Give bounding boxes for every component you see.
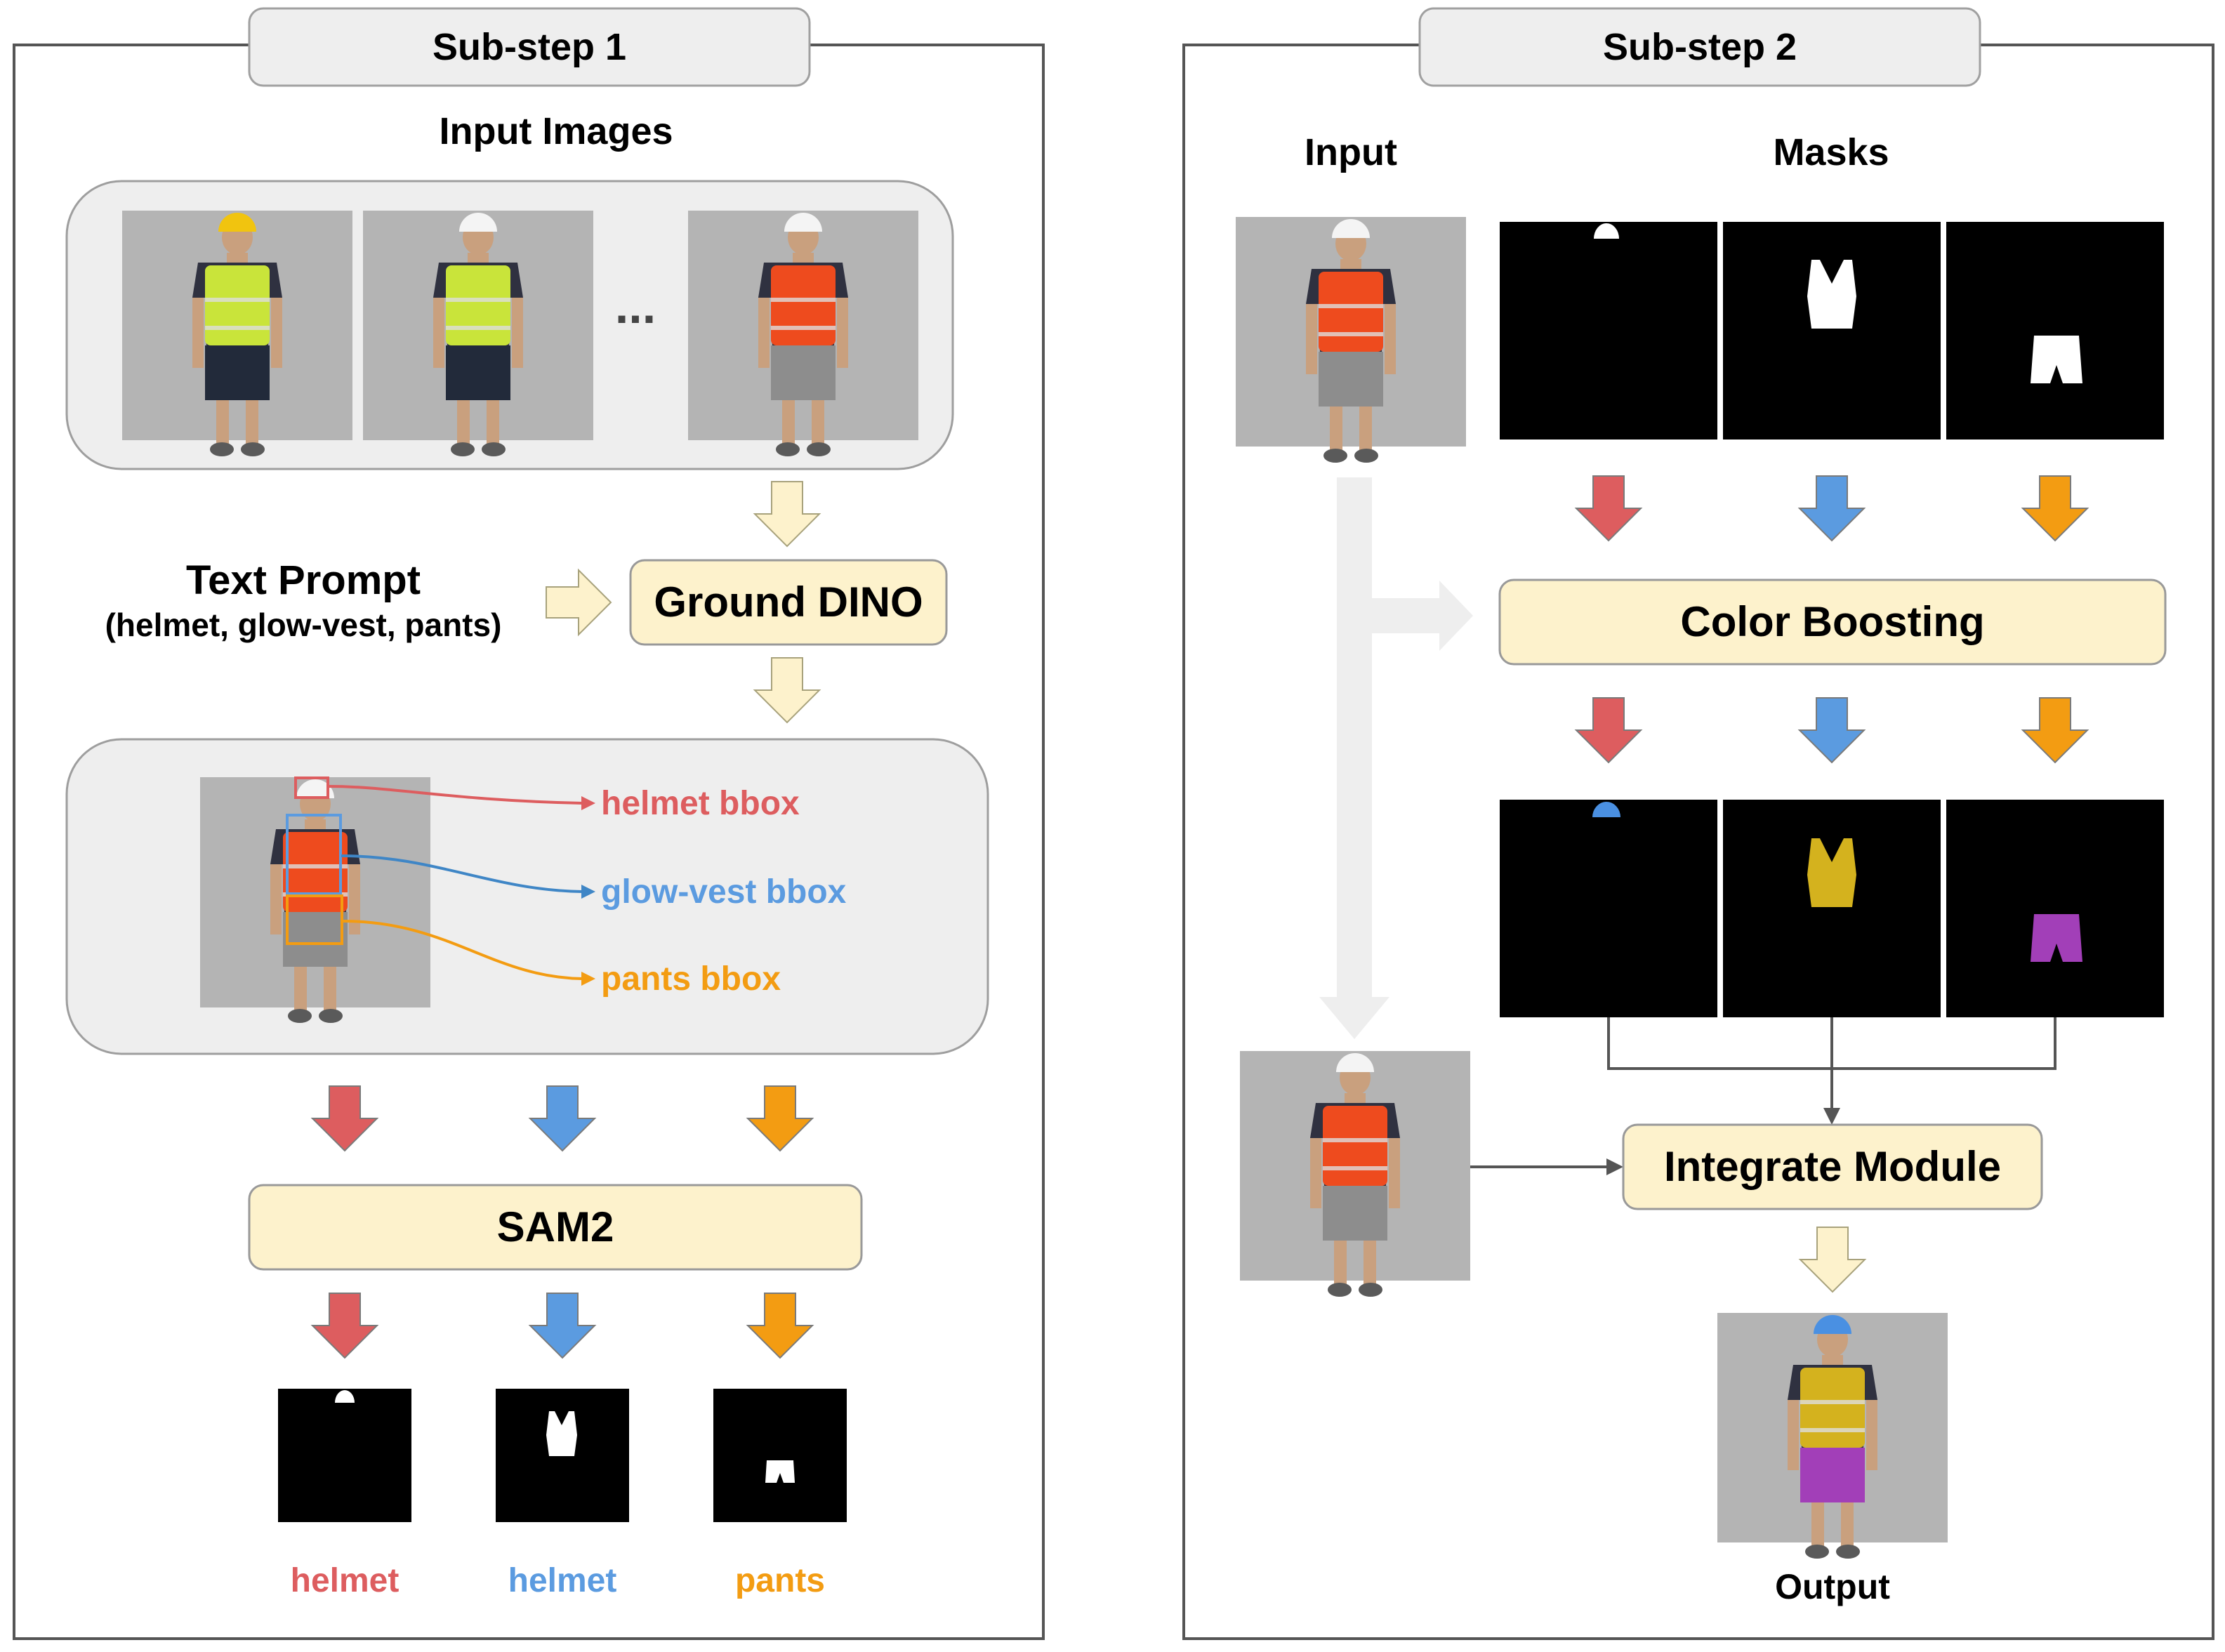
glow-vest-bbox-connector (341, 854, 583, 893)
worker-figure (192, 213, 282, 456)
passthrough-branch-head (1439, 581, 1473, 651)
worker-figure-output (1788, 1315, 1877, 1559)
ground-dino-box (629, 559, 948, 646)
substep2-title: Sub-step 2 (1603, 26, 1797, 68)
pants-bbox-arrowhead (581, 972, 595, 986)
input-label: Input (1305, 131, 1397, 173)
helmet-mask-large-shape (1594, 223, 1619, 239)
integrate-module-label: Integrate Module (1664, 1143, 2001, 1190)
worker-figure (1310, 1053, 1400, 1297)
glow-vest-bbox (286, 814, 342, 895)
pants-bbox (286, 894, 343, 945)
helmet-bbox-label: helmet bbox (601, 785, 800, 822)
boost-output-arrow-pants (2021, 697, 2089, 764)
input-images-label: Input Images (439, 110, 673, 152)
color-boosting-label: Color Boosting (1680, 598, 1984, 645)
worker-figure (1306, 219, 1396, 463)
text-prompt-title: Text Prompt (186, 557, 421, 603)
boosted-pants-shape (2031, 914, 2082, 962)
output-label: Output (1775, 1567, 1890, 1606)
ellipsis: ... (615, 279, 656, 333)
pants-bbox-label: pants bbox (601, 960, 781, 998)
boosted-vest-mask (1723, 800, 1941, 1017)
prompt-to-dino-arrow (546, 568, 612, 637)
mask-to-boost-arrow-helmet (1574, 475, 1643, 542)
helmet-bbox (294, 777, 329, 799)
pants-bbox-connector (342, 920, 583, 980)
helmet-bbox-arrowhead (581, 796, 595, 810)
pants-mask-label: pants (735, 1562, 825, 1599)
passthrough-arrow-shaft (1337, 477, 1372, 1011)
glow-vest-bbox-arrowhead (581, 885, 595, 899)
worker-figure (758, 213, 848, 456)
color-boosting-box (1498, 579, 2167, 666)
helmet-mask-large (1500, 222, 1717, 440)
sam-input-arrow-pants (746, 1085, 814, 1152)
helmet-mask-shape (335, 1390, 355, 1403)
sam-output-arrow-vest (528, 1293, 597, 1359)
photo-to-integrate-arrowhead (1606, 1158, 1623, 1175)
helmet-bbox-connector (328, 785, 583, 805)
boost-output-arrow-vest (1797, 697, 1866, 764)
glow-vest-bbox-label: glow-vest bbox (601, 873, 847, 911)
helmet-mask-label: helmet (291, 1562, 400, 1599)
sam2-label: SAM2 (497, 1203, 614, 1250)
sam-input-arrow-helmet (310, 1085, 379, 1152)
boosted-helmet-shape (1592, 802, 1620, 817)
passthrough-arrow-head (1319, 997, 1389, 1039)
mask-merge-arrowhead (1823, 1108, 1840, 1125)
sam-input-arrow-vest (528, 1085, 597, 1152)
sam-output-arrow-pants (746, 1293, 814, 1359)
vest-mask-shape (546, 1411, 577, 1456)
sam2-box (248, 1184, 863, 1271)
boosted-pants-mask (1946, 800, 2164, 1017)
substep1-title: Sub-step 1 (433, 26, 626, 68)
pants-mask (713, 1389, 847, 1522)
integrate-module-box (1622, 1123, 2043, 1210)
mask-to-boost-arrow-pants (2021, 475, 2089, 542)
vest-mask-large-shape (1807, 260, 1856, 329)
text-prompt-items: (helmet, glow-vest, pants) (105, 607, 502, 643)
pants-mask-large-shape (2031, 336, 2082, 383)
dino-to-bbox-arrow (753, 657, 821, 724)
substep2-title-box (1418, 7, 1981, 87)
masks-label: Masks (1773, 131, 1889, 173)
input-to-dino-arrow (753, 481, 821, 548)
vest-mask-label: helmet (508, 1562, 617, 1599)
substep1-title-box (248, 7, 811, 87)
helmet-mask (278, 1389, 411, 1522)
passthrough-branch (1372, 598, 1442, 633)
worker-figure (433, 213, 523, 456)
boosted-vest-shape (1807, 838, 1856, 907)
boost-output-arrow-helmet (1574, 697, 1643, 764)
mask-to-boost-arrow-vest (1797, 475, 1866, 542)
pants-mask-large (1946, 222, 2164, 440)
ground-dino-label: Ground DINO (654, 579, 923, 626)
sam-output-arrow-helmet (310, 1293, 379, 1359)
pants-mask-shape (765, 1460, 795, 1483)
boosted-helmet-mask (1500, 800, 1717, 1017)
vest-mask-large (1723, 222, 1941, 440)
integrate-to-output-arrow (1798, 1227, 1867, 1293)
